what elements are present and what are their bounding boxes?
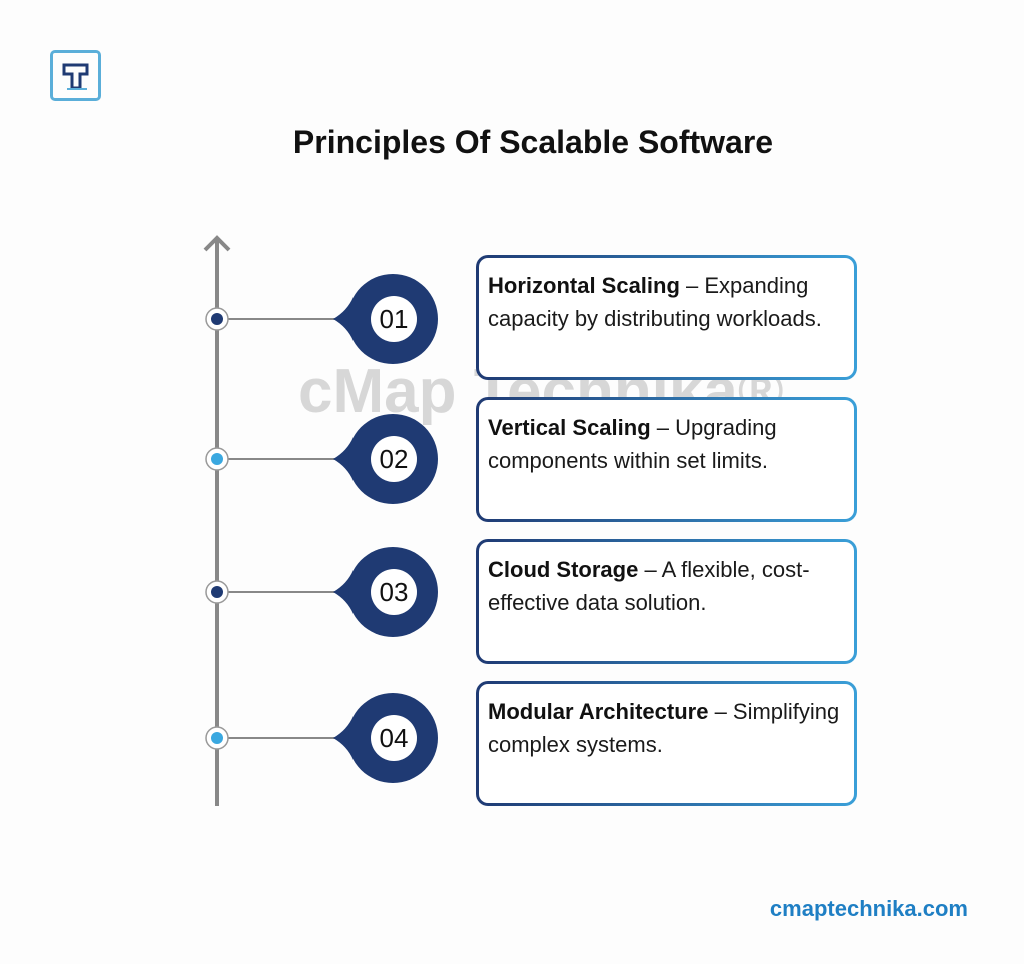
step-number: 04	[380, 723, 409, 753]
step-card-2: Vertical Scaling – Upgrading components …	[476, 397, 857, 522]
number-badge-inner	[371, 296, 417, 342]
timeline-node-dot	[211, 586, 223, 598]
number-badge-inner	[371, 436, 417, 482]
step-heading: Cloud Storage	[488, 557, 639, 582]
timeline-node-dot	[211, 732, 223, 744]
pin-pointer	[333, 297, 353, 341]
website-link[interactable]: cmaptechnika.com	[769, 896, 968, 921]
step-card-4: Modular Architecture – Simplifying compl…	[476, 681, 857, 806]
timeline-node-dot	[211, 313, 223, 325]
arrow-up-icon	[203, 235, 231, 252]
page-title: Principles Of Scalable Software	[292, 124, 774, 160]
pin-pointer	[333, 437, 353, 481]
step-heading: Horizontal Scaling	[488, 273, 680, 298]
number-badge-inner	[371, 715, 417, 761]
step-card-1: Horizontal Scaling – Expanding capacity …	[476, 255, 857, 380]
number-badge-inner	[371, 569, 417, 615]
pin-pointer	[333, 716, 353, 760]
step-card-3: Cloud Storage – A flexible, cost-effecti…	[476, 539, 857, 664]
step-heading: Modular Architecture	[488, 699, 709, 724]
step-text: – Upgrading components within set limits…	[488, 415, 777, 473]
step-text: – Expanding capacity by distributing wor…	[488, 273, 822, 331]
step-number: 02	[380, 444, 409, 474]
step-text: – Simplifying complex systems.	[488, 699, 840, 757]
step-text: – A flexible, cost-effective data soluti…	[488, 557, 810, 615]
step-number: 01	[380, 304, 409, 334]
logo-icon	[50, 50, 101, 101]
timeline-node-dot	[211, 453, 223, 465]
pin-pointer	[333, 570, 353, 614]
step-number: 03	[380, 577, 409, 607]
step-heading: Vertical Scaling	[488, 415, 651, 440]
